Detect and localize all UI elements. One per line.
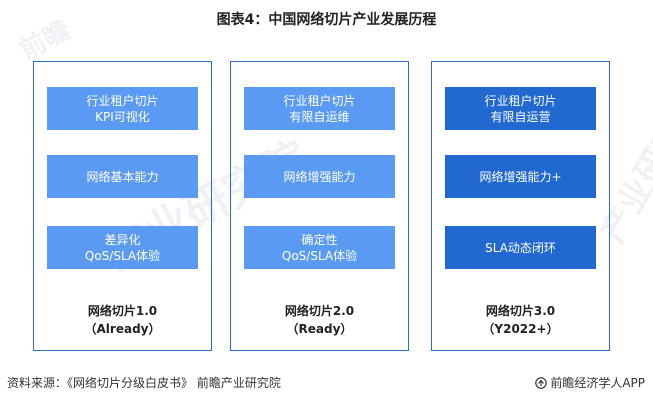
- stage-name: 网络切片2.0: [284, 304, 355, 318]
- stage-status: （Y2022+）: [482, 322, 559, 336]
- box-line: QoS/SLA体验: [84, 248, 161, 263]
- box-line: 差异化: [104, 232, 141, 247]
- stage-1-box-2: 网络基本能力: [47, 155, 198, 198]
- box-line: 网络增强能力: [283, 169, 356, 184]
- stage-2-box-3: 确定性 QoS/SLA体验: [244, 226, 395, 269]
- stage-name: 网络切片1.0: [87, 304, 158, 318]
- stage-3-box-1: 行业租户切片 有限自运营: [445, 87, 596, 130]
- stage-1-label: 网络切片1.0 （Already）: [34, 302, 211, 338]
- stage-panel-3: 行业租户切片 有限自运营 网络增强能力+ SLA动态闭环 网络切片3.0 （Y2…: [431, 61, 610, 351]
- stage-3-label: 网络切片3.0 （Y2022+）: [432, 302, 609, 338]
- stage-panel-2: 行业租户切片 有限自运维 网络增强能力 确定性 QoS/SLA体验 网络切片2.…: [230, 61, 409, 351]
- stage-3-box-2: 网络增强能力+: [445, 155, 596, 198]
- brand-name: 前瞻经济学人APP: [550, 376, 645, 390]
- stage-name: 网络切片3.0: [485, 304, 556, 318]
- source-note: 资料来源：《网络切片分级白皮书》 前瞻产业研究院: [7, 376, 281, 390]
- box-line: 网络增强能力+: [479, 169, 562, 184]
- box-line: QoS/SLA体验: [281, 248, 358, 263]
- stage-status: （Ready）: [286, 322, 353, 336]
- stage-panel-1: 行业租户切片 KPI可视化 网络基本能力 差异化 QoS/SLA体验 网络切片1…: [33, 61, 212, 351]
- box-line: KPI可视化: [95, 109, 150, 124]
- box-line: 确定性: [301, 232, 338, 247]
- brand-logo-icon: [535, 376, 548, 389]
- box-line: 有限自运营: [490, 109, 551, 124]
- figure-title: 图表4：中国网络切片产业发展历程: [216, 12, 437, 28]
- stage-3-box-3: SLA动态闭环: [445, 226, 596, 269]
- stage-1-box-1: 行业租户切片 KPI可视化: [47, 87, 198, 130]
- box-line: 行业租户切片: [283, 93, 356, 108]
- box-line: SLA动态闭环: [485, 240, 556, 255]
- box-line: 行业租户切片: [484, 93, 557, 108]
- stage-2-box-1: 行业租户切片 有限自运维: [244, 87, 395, 130]
- box-line: 有限自运维: [289, 109, 350, 124]
- stage-2-box-2: 网络增强能力: [244, 155, 395, 198]
- box-line: 行业租户切片: [86, 93, 159, 108]
- stage-1-box-3: 差异化 QoS/SLA体验: [47, 226, 198, 269]
- stage-status: （Already）: [84, 322, 161, 336]
- brand-credit: 前瞻经济学人APP: [535, 374, 645, 391]
- stage-2-label: 网络切片2.0 （Ready）: [231, 302, 408, 338]
- box-line: 网络基本能力: [86, 169, 159, 184]
